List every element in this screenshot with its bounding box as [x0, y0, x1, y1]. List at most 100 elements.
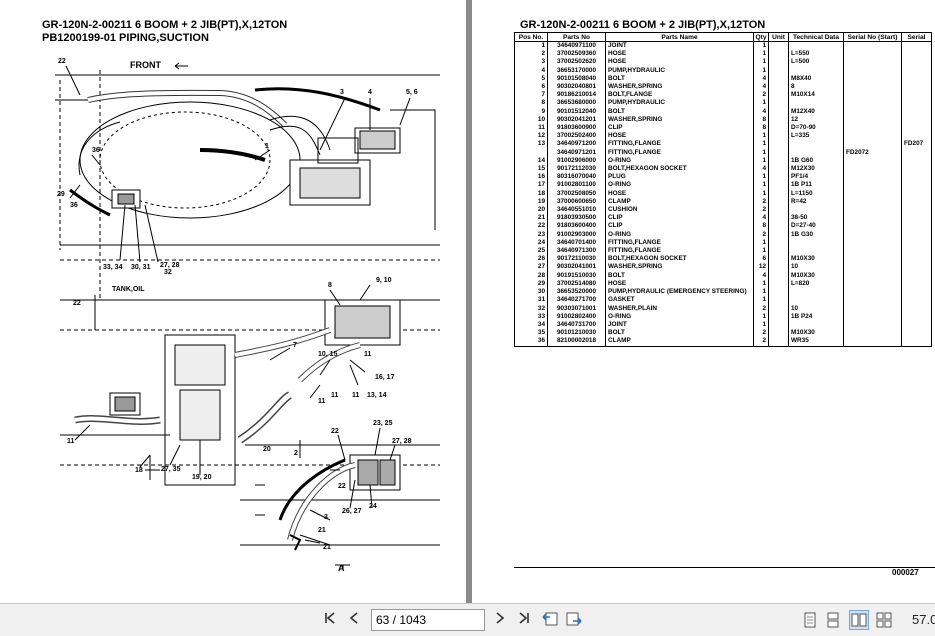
- cell-serial-start: [843, 140, 902, 149]
- callout: 36: [92, 147, 100, 154]
- continuous-view-button[interactable]: [826, 612, 840, 628]
- callout: 30, 31: [131, 264, 151, 271]
- two-page-view-button[interactable]: [849, 610, 869, 630]
- cell-serial: [901, 132, 932, 141]
- cell-serial-start: [843, 230, 902, 239]
- zoom-level[interactable]: 57.0: [912, 612, 935, 627]
- callout: 29: [57, 191, 65, 198]
- cell-qty: 1: [753, 132, 769, 141]
- cell-parts-name: BOLT,HEXAGON SOCKET: [605, 255, 754, 264]
- cell-serial: [901, 41, 932, 51]
- cell-pos-no: 27: [514, 263, 548, 272]
- go-back-icon: [542, 612, 558, 626]
- cell-parts-name: O-RING: [605, 181, 754, 190]
- cell-parts-name: CLIP: [605, 222, 754, 231]
- first-page-button[interactable]: [322, 611, 338, 629]
- cell-parts-no: 34640971300: [547, 247, 606, 256]
- cell-qty: 8: [753, 124, 769, 133]
- cell-parts-no: 36653680000: [547, 99, 606, 108]
- cell-pos-no: 35: [514, 329, 548, 338]
- cell-qty: 2: [753, 337, 769, 347]
- cell-serial: [901, 148, 932, 157]
- callout: 11: [352, 392, 360, 399]
- prev-page-button[interactable]: [346, 611, 362, 629]
- cell-serial: [901, 329, 932, 338]
- callout: 21: [318, 527, 326, 534]
- two-page-continuous-button[interactable]: [876, 612, 892, 628]
- cell-parts-name: JOINT: [605, 41, 754, 51]
- cell-pos-no: 19: [514, 197, 548, 207]
- single-page-icon: [804, 612, 816, 628]
- cell-unit: [768, 304, 789, 313]
- cell-qty: 1: [753, 189, 769, 198]
- parts-title: GR-120N-2-00211 6 BOOM + 2 JIB(PT),X,12T…: [520, 19, 766, 31]
- cell-pos-no: 26: [514, 255, 548, 264]
- cell-parts-no: 37000600650: [547, 197, 606, 207]
- callout: 11: [364, 351, 372, 358]
- header-serial-start: Serial No (Start): [843, 32, 902, 42]
- cell-qty: 6: [753, 255, 769, 264]
- cell-pos-no: 31: [514, 296, 548, 305]
- cell-technical-data: [788, 41, 844, 51]
- callout: 22: [331, 428, 339, 435]
- cell-technical-data: L=1150: [788, 189, 844, 198]
- next-page-button[interactable]: [492, 611, 508, 629]
- cell-qty: 1: [753, 41, 769, 51]
- cell-parts-no: 90172112030: [547, 165, 606, 174]
- cell-qty: 1: [753, 320, 769, 330]
- cell-unit: [768, 222, 789, 231]
- cell-unit: [768, 279, 789, 289]
- cell-pos-no: 23: [514, 230, 548, 239]
- diagram-title: GR-120N-2-00211 6 BOOM + 2 JIB(PT),X,12T…: [42, 19, 288, 31]
- last-page-button[interactable]: [516, 611, 532, 629]
- cell-serial-start: [843, 132, 902, 141]
- cell-technical-data: [788, 148, 844, 157]
- callout: 24: [369, 503, 377, 510]
- cell-pos-no: 9: [514, 107, 548, 116]
- cell-parts-name: CUSHION: [605, 206, 754, 215]
- cell-parts-name: GASKET: [605, 296, 754, 305]
- go-back-button[interactable]: [541, 611, 559, 629]
- cell-parts-no: 91002906000: [547, 156, 606, 166]
- cell-parts-no: 37002502400: [547, 132, 606, 141]
- cell-parts-name: BOLT: [605, 329, 754, 338]
- last-page-icon: [519, 612, 529, 624]
- right-page-parts-list: GR-120N-2-00211 6 BOOM + 2 JIB(PT),X,12T…: [472, 0, 935, 603]
- cell-serial-start: [843, 165, 902, 174]
- cell-pos-no: 17: [514, 181, 548, 190]
- cell-parts-name: HOSE: [605, 279, 754, 289]
- cell-unit: [768, 91, 789, 100]
- cell-serial: [901, 74, 932, 84]
- cell-serial-start: [843, 312, 902, 321]
- page-number-input[interactable]: [372, 610, 486, 630]
- cell-serial: [901, 165, 932, 174]
- cell-qty: 8: [753, 222, 769, 231]
- cell-serial-start: [843, 337, 902, 347]
- cell-pos-no: 14: [514, 156, 548, 166]
- two-page-continuous-icon: [876, 612, 892, 628]
- callout: 22: [73, 300, 81, 307]
- cell-technical-data: [788, 66, 844, 75]
- cell-unit: [768, 50, 789, 59]
- cell-unit: [768, 230, 789, 239]
- cell-qty: 1: [753, 312, 769, 321]
- cell-serial-start: [843, 247, 902, 256]
- single-page-view-button[interactable]: [803, 612, 817, 628]
- go-forward-button[interactable]: [565, 611, 583, 629]
- cell-qty: 1: [753, 66, 769, 75]
- cell-technical-data: 12: [788, 115, 844, 125]
- cell-serial: [901, 320, 932, 330]
- cell-serial-start: [843, 50, 902, 59]
- cell-technical-data: [788, 140, 844, 149]
- cell-unit: [768, 238, 789, 248]
- page-number-field[interactable]: [371, 609, 486, 631]
